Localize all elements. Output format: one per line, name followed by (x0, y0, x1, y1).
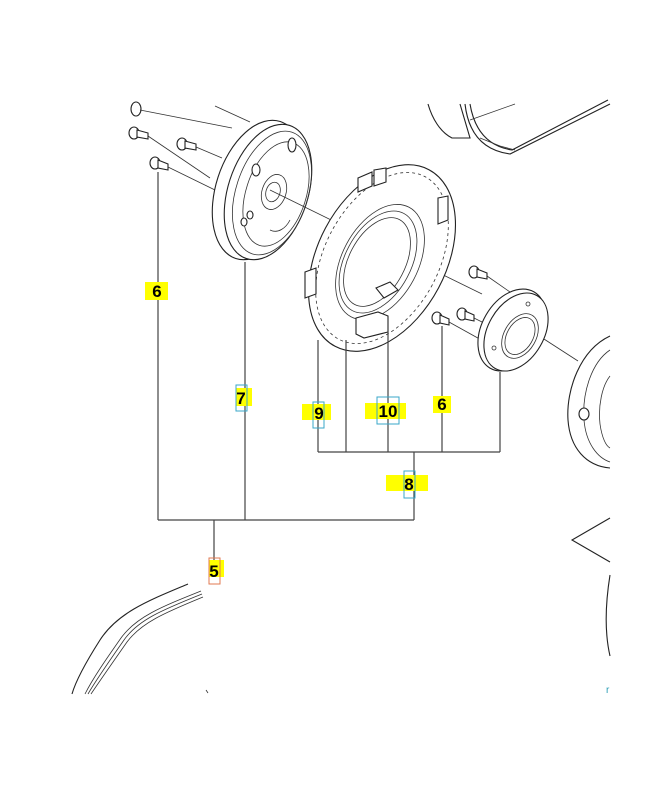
callout-label: 7 (236, 389, 245, 408)
washer-top-left (130, 101, 233, 129)
callout-label: 9 (314, 404, 323, 423)
callout-label: 5 (209, 562, 218, 581)
callout-7[interactable]: 7 (235, 384, 252, 412)
gear-ring (304, 164, 457, 352)
screw-left-1 (128, 126, 211, 179)
pulley (211, 119, 313, 261)
axis-line-top (214, 105, 251, 123)
screw-left-2 (176, 137, 223, 159)
callout-6-left[interactable]: 6 (145, 282, 168, 301)
callout-label: 8 (404, 475, 413, 494)
housing-top-right (427, 99, 611, 155)
flange-ring (477, 288, 549, 372)
callout-label: 10 (379, 402, 398, 421)
callout-label: 6 (152, 282, 161, 301)
callout-5[interactable]: 5 (208, 557, 224, 585)
belt (71, 583, 209, 695)
screw-left-3 (149, 156, 216, 191)
callout-10[interactable]: 10 (365, 396, 406, 425)
right-edge-detail (570, 517, 611, 657)
callout-label: 6 (437, 395, 446, 414)
screw-right-1 (468, 265, 511, 293)
callout-6-right[interactable]: 6 (433, 395, 451, 414)
leader-lines (157, 172, 501, 560)
callout-9[interactable]: 9 (302, 401, 331, 429)
callout-8[interactable]: 8 (386, 470, 428, 499)
corner-mark: r (606, 685, 610, 696)
screw-right-3 (431, 311, 486, 343)
drum-right (567, 335, 611, 469)
